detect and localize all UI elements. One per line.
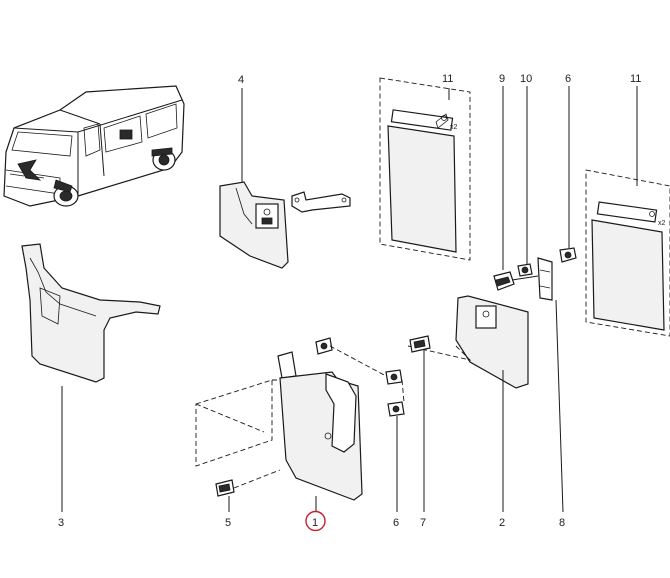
callout-6-lower: 6 [393,517,399,529]
callout-10: 10 [520,73,532,85]
callout-8: 8 [559,517,565,529]
callout-5: 5 [225,517,231,529]
part-2-mud-flap [407,295,529,512]
callout-11-upper: 11 [442,73,453,85]
van-illustration [3,85,185,207]
leader-8 [555,299,564,513]
part-4-mud-flap [219,88,289,269]
callout-9: 9 [499,73,505,85]
callout-4: 4 [238,74,244,86]
callout-6-upper: 6 [565,73,571,85]
callout-1: 1 [312,517,318,529]
callout-2: 2 [499,517,505,529]
callout-1-highlight-ring [305,510,326,532]
callout-labels: 4 11 9 10 6 11 3 5 1 6 7 2 8 x2 x2 [58,73,666,532]
part-11-flap-kit [379,77,471,261]
quantity-mark-upper: x2 [450,124,458,131]
quantity-mark-right: x2 [658,220,666,227]
callout-3: 3 [58,517,64,529]
part-1-mud-flap [195,351,363,512]
callout-7: 7 [420,517,426,529]
bracket [291,191,351,213]
fastener-group-upper [493,86,577,301]
part-11-flap-kit-right [585,86,670,337]
part-3-wheel-arch-liner [21,243,161,512]
callout-11-right: 11 [630,73,641,85]
fastener-group-lower [215,335,431,512]
